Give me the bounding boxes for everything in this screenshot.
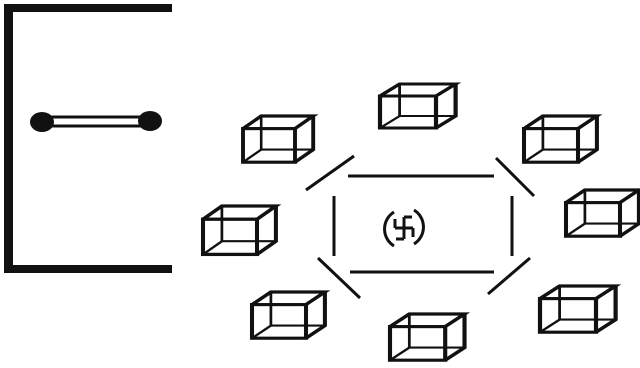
diagonal-top-left: [305, 154, 355, 192]
swastika-symbol: [383, 208, 425, 248]
cube-right: [566, 190, 639, 236]
cube-top-shape: [380, 84, 456, 128]
cube-bottom-left-shape: [252, 292, 325, 338]
symbol-left-arc: [383, 210, 395, 248]
diagonal-bottom-right: [487, 256, 531, 296]
dumbbell-right-node: [138, 111, 162, 131]
cube-left-shape: [203, 206, 276, 254]
diagonal-top-right: [494, 156, 536, 198]
frame-bracket-vertical: [4, 4, 13, 272]
cube-top-left-shape: [241, 114, 316, 165]
cube-bottom-left: [252, 292, 325, 338]
dumbbell-connector: [30, 111, 162, 132]
diagonal-bottom-left: [316, 256, 362, 300]
cube-top-right: [524, 116, 597, 162]
cube-top-right-shape: [524, 116, 597, 162]
cube-bottom-right: [540, 286, 616, 332]
cube-bottom-right-shape: [540, 286, 616, 332]
cube-left: [203, 206, 276, 254]
dumbbell-left-node: [30, 112, 54, 132]
central-frame: [305, 154, 536, 300]
cube-bottom-shape: [390, 314, 465, 360]
symbol-cross: [393, 215, 415, 241]
frame-bracket-top: [4, 4, 172, 12]
cube-top: [380, 84, 456, 128]
cube-right-shape: [566, 190, 639, 236]
frame-bracket: [4, 4, 172, 273]
cube-bottom: [390, 314, 465, 360]
frame-bracket-bottom: [4, 265, 172, 273]
symbol-right-arc: [413, 208, 425, 246]
cube-top-left: [241, 114, 316, 165]
